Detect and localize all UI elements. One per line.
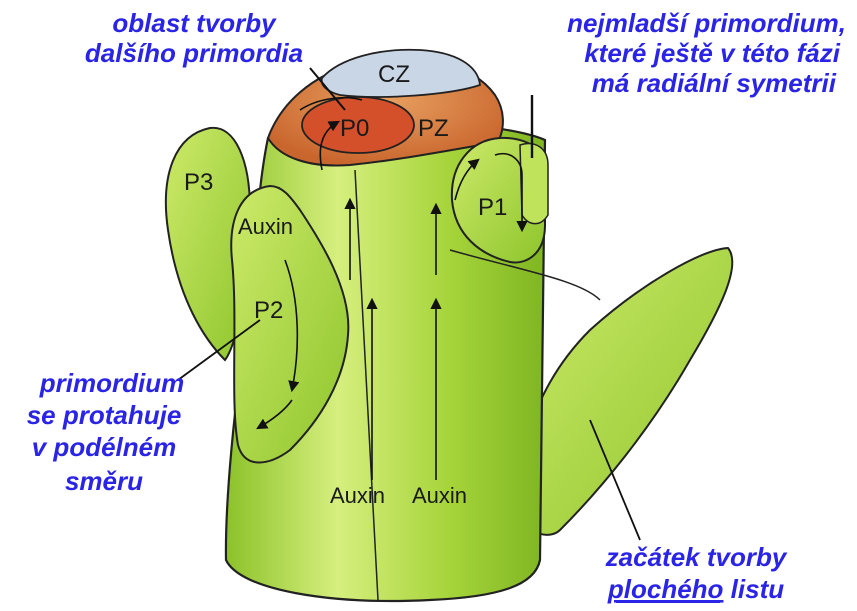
auxin-label-p2: Auxin xyxy=(238,214,293,239)
p1-bulge xyxy=(520,144,548,224)
annotation-elongates-line4: směru xyxy=(65,466,143,496)
annotation-flat-leaf-line1: začátek tvorby xyxy=(605,542,788,572)
pz-label: PZ xyxy=(418,115,449,142)
auxin-label-stem-left: Auxin xyxy=(330,483,385,508)
flat-leaf-right xyxy=(519,248,732,535)
annotation-flat-leaf-line2: plochého listu xyxy=(607,574,784,604)
p2-label: P2 xyxy=(254,297,283,324)
p3-label: P3 xyxy=(184,169,213,196)
annotation-elongates-line2: se protahuje xyxy=(27,400,182,430)
annotation-flat-leaf-rest: listu xyxy=(723,574,784,604)
cz-label: CZ xyxy=(378,61,410,88)
p1-label: P1 xyxy=(478,194,507,221)
annotation-youngest-line2: které ještě v této fázi xyxy=(584,38,841,68)
annotation-next-primordium-line1: oblast tvorby xyxy=(112,8,277,38)
auxin-label-stem-right: Auxin xyxy=(412,483,467,508)
annotation-elongates-line3: v podélném xyxy=(32,432,176,462)
annotation-next-primordium-line2: dalšího primordia xyxy=(85,38,303,68)
annotation-youngest-line3: má radiální symetrii xyxy=(592,68,837,98)
p0-label: P0 xyxy=(340,115,369,142)
annotation-elongates-line1: primordium xyxy=(39,368,184,398)
annotation-flat-leaf-underlined: plochého xyxy=(607,574,724,604)
annotation-youngest-line1: nejmladší primordium, xyxy=(567,8,846,38)
